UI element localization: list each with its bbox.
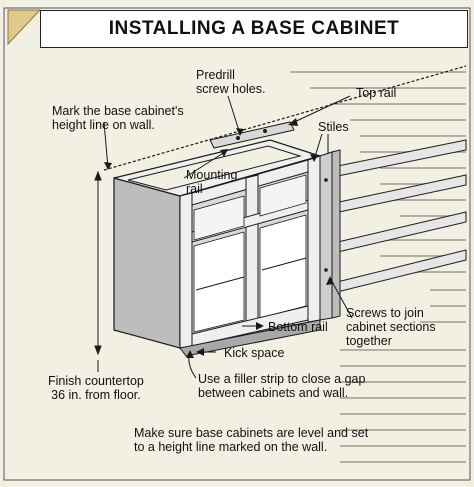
height-dimension <box>94 170 102 356</box>
label-finish-countertop-line2: 36 in. from floor. <box>51 388 141 402</box>
mounting-rail <box>209 121 295 149</box>
caption-line1: Make sure base cabinets are level and se… <box>134 426 369 440</box>
middle-stile <box>245 174 259 338</box>
cabinet-top-opening <box>127 145 302 191</box>
label-filler-strip-line2: between cabinets and wall. <box>198 386 349 400</box>
door-opening-left <box>193 231 245 333</box>
kick-space <box>179 319 321 357</box>
wall-boards <box>317 139 467 296</box>
label-top-rail: Top rail <box>356 86 397 100</box>
screw-icon <box>324 268 328 272</box>
label-screws-join: Screws to join cabinet sections together <box>346 306 436 348</box>
drawer-opening-left <box>193 195 245 241</box>
label-filler-strip: Use a filler strip to close a gap betwee… <box>198 372 365 400</box>
page-sheet <box>3 7 471 481</box>
label-mark-height-line1: Mark the base cabinet's <box>52 104 184 118</box>
right-stile <box>307 155 321 323</box>
leader-lines <box>97 95 353 379</box>
label-predrill: Predrill screw holes. <box>196 68 265 96</box>
label-predrill-line1: Predrill <box>196 68 235 82</box>
title-bar: INSTALLING A BASE CABINET <box>40 10 468 48</box>
diagram-caption: Make sure base cabinets are level and se… <box>134 426 368 454</box>
label-kick-space: Kick space <box>224 346 285 360</box>
screw-icon <box>324 178 328 182</box>
label-filler-strip-line1: Use a filler strip to close a gap <box>198 372 366 386</box>
label-mounting-rail-line1: Mounting <box>186 168 238 182</box>
folded-corner-icon <box>7 9 42 46</box>
label-screws-join-line1: Screws to join <box>346 306 424 320</box>
label-mounting-rail-line2: rail <box>186 182 203 196</box>
screw-hole-icon <box>236 136 240 140</box>
door-opening-right <box>259 214 307 319</box>
label-mounting-rail: Mounting rail <box>186 168 237 196</box>
label-bottom-rail: Bottom rail <box>268 320 328 334</box>
cabinet-side-panel <box>113 177 181 349</box>
screw-hole-icon <box>263 129 267 133</box>
filler-strip <box>319 151 333 321</box>
label-mark-height: Mark the base cabinet's height line on w… <box>52 104 184 132</box>
label-screws-join-line2: cabinet sections <box>346 320 436 334</box>
left-stile <box>179 192 193 349</box>
label-stiles: Stiles <box>318 120 349 134</box>
label-screws-join-line3: together <box>346 334 392 348</box>
label-finish-countertop-line1: Finish countertop <box>48 374 144 388</box>
leader-arrowheads <box>104 118 334 358</box>
caption-line2: to a height line marked on the wall. <box>134 440 328 454</box>
wall-height-line <box>103 65 467 171</box>
drawer-opening-right <box>259 174 307 217</box>
page-title: INSTALLING A BASE CABINET <box>108 18 400 39</box>
label-finish-countertop: Finish countertop 36 in. from floor. <box>48 374 144 402</box>
label-predrill-line2: screw holes. <box>196 82 266 96</box>
label-mark-height-line2: height line on wall. <box>52 118 155 132</box>
